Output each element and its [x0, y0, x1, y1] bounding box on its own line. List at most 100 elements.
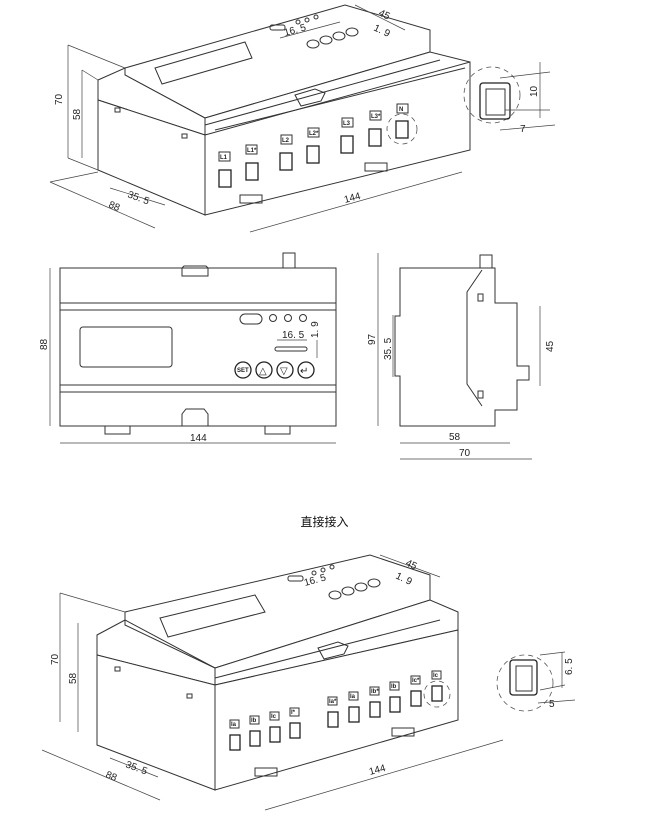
dim-front-width: 144 [190, 433, 207, 444]
din-foot [254, 767, 278, 777]
dim-key-width-front: 16. 5 [282, 330, 305, 341]
seal-post [479, 254, 493, 269]
up-button [255, 361, 273, 379]
terminal-slot [279, 152, 293, 171]
led-indicator [299, 314, 307, 322]
dim-depth: 88 [107, 200, 122, 215]
terminal-slot [245, 162, 259, 181]
dim-top-depth: 45 [404, 558, 419, 573]
din-clip-top [317, 641, 349, 660]
terminal-slot [289, 722, 301, 739]
terminal-inner [515, 665, 533, 692]
terminal-row-bottom: Ia Ib Ic I* Ia* Ia Ib* Ib Ic* Ic [229, 670, 451, 751]
side-slot [477, 390, 484, 399]
set-button [234, 361, 252, 379]
terminal-slot [395, 120, 409, 139]
din-foot [104, 425, 131, 435]
down-button [332, 31, 346, 41]
meter-front-face [204, 61, 471, 216]
terminal-slot [410, 690, 422, 707]
detail-circle [496, 654, 554, 712]
terminal-slot [348, 706, 360, 723]
dim-side-total-depth: 70 [459, 448, 471, 459]
terminal-opening [509, 659, 538, 696]
down-button [276, 361, 294, 379]
button-label-up: △ [259, 366, 267, 377]
dim-side-front-height: 45 [545, 340, 556, 352]
dim-width: 144 [343, 191, 362, 206]
isometric-view-top: L1 L1* L2 L2* L3 L3* N 70 58 88 35. 5 14… [49, 4, 471, 233]
terminal-slot [368, 128, 382, 147]
dim-front-height: 88 [39, 338, 50, 350]
dim-key-gap-front: 1. 9 [310, 321, 321, 338]
dim-side-total-height: 97 [367, 333, 378, 345]
side-slot [477, 293, 484, 302]
led-indicator [284, 314, 292, 322]
set-button [328, 590, 342, 600]
terminal-label: N [399, 107, 403, 113]
terminal-label: L1* [247, 148, 257, 154]
din-foot [239, 194, 263, 204]
enter-button [297, 361, 315, 379]
terminal-slot [306, 145, 320, 164]
side-slot [114, 107, 121, 113]
top-din-clip [181, 265, 209, 277]
detail-callout-circle [423, 680, 451, 708]
caption-direct-connection: 直接接入 [300, 515, 349, 529]
bottom-din-clip [181, 408, 209, 426]
din-foot [364, 162, 388, 172]
top-key-slot [287, 575, 304, 582]
terminal-inner [485, 88, 506, 116]
din-foot [391, 727, 415, 737]
front-buttons: SET △ ▽ ↵ [234, 361, 315, 379]
button-label-enter: ↵ [300, 366, 308, 377]
display-window [159, 594, 266, 638]
side-contour [466, 269, 483, 407]
detail-callout-circle [386, 113, 418, 145]
terminal-detail-bottom: 6. 5 5 [496, 651, 576, 712]
terminal-label: Ic [433, 673, 439, 679]
up-button [341, 586, 355, 596]
enter-button [345, 27, 359, 37]
side-slot [181, 133, 188, 139]
dim-height-body: 58 [68, 672, 79, 684]
terminal-label: Ib [391, 684, 397, 690]
terminal-slot [269, 726, 281, 743]
dim-side-rail: 35. 5 [383, 337, 394, 360]
dim-side-body-depth: 58 [449, 432, 461, 443]
led-indicator [320, 567, 326, 573]
key-recess [274, 346, 308, 352]
set-button [306, 39, 320, 49]
dim-rail: 35. 5 [126, 189, 151, 207]
terminal-label: L2* [309, 131, 319, 137]
terminal-label: Ia* [329, 699, 337, 705]
side-slot [114, 666, 121, 672]
led-indicator [329, 564, 335, 570]
terminal-label: Ib [251, 718, 257, 724]
terminal-slot [431, 685, 443, 702]
led-indicator [313, 14, 319, 20]
dim-height-total: 70 [54, 93, 65, 105]
terminal-label: Ia [350, 694, 356, 700]
front-view: 16. 5 1. 9 SET △ ▽ ↵ 88 144 [39, 252, 337, 444]
terminal-slot [218, 169, 232, 188]
terminal-slot [369, 701, 381, 718]
top-key-slot [269, 24, 286, 31]
din-clip-top [294, 88, 326, 107]
dim-terminal-height: 10 [529, 85, 540, 97]
led-indicator [295, 19, 301, 25]
terminal-slot [327, 711, 339, 728]
led-indicator [311, 570, 317, 576]
terminal-detail-top: 10 7 [463, 62, 556, 135]
led-indicator [269, 314, 277, 322]
isometric-view-bottom: Ia Ib Ic I* Ia* Ia Ib* Ib Ic* Ic 70 58 8… [41, 554, 504, 811]
terminal-label: I* [291, 710, 296, 716]
side-body [394, 267, 530, 427]
dim-terminal-height: 6. 5 [564, 658, 575, 675]
lcd-display [79, 326, 173, 368]
terminal-label: Ic* [412, 678, 420, 684]
terminal-label: L3* [371, 114, 381, 120]
terminal-label: Ib* [371, 689, 379, 695]
din-foot [264, 425, 291, 435]
dim-depth: 88 [104, 770, 119, 785]
